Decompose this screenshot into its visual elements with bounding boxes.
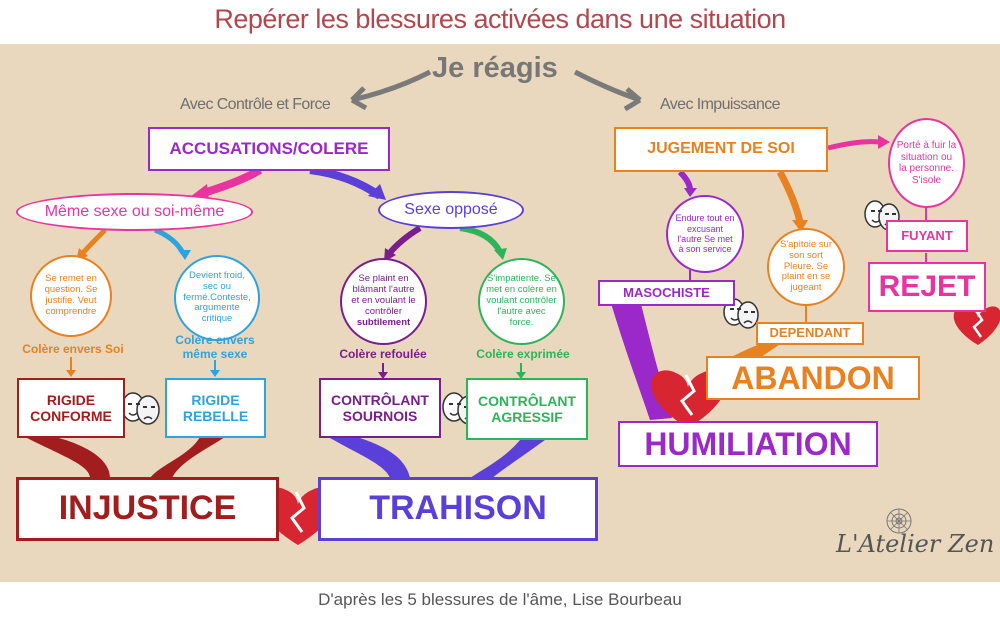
link-accusations-oppose-head bbox=[368, 184, 386, 200]
theatre-masks-icon-masochiste bbox=[723, 298, 759, 329]
swoosh-conforme-injustice bbox=[25, 437, 110, 478]
arrow-left-head bbox=[350, 86, 368, 111]
branch-right-label: Avec Impuissance bbox=[660, 96, 781, 113]
jugement-de-soi-box: JUGEMENT DE SOI bbox=[614, 127, 828, 172]
broken-heart-icon-rejet bbox=[953, 306, 1000, 345]
circle-se-plaint: Se plaint en blâmant l'autre et en voula… bbox=[340, 258, 427, 345]
broken-heart-icon-injustice bbox=[261, 487, 336, 545]
mask-controlant-sournois: CONTRÔLANT SOURNOIS bbox=[319, 378, 441, 438]
mask-dependant: DEPENDANT bbox=[756, 322, 864, 345]
link-jugement-endure-head bbox=[684, 188, 697, 197]
mask-masochiste: MASOCHISTE bbox=[598, 280, 735, 306]
meme-sexe-ellipse: Même sexe ou soi-même bbox=[16, 193, 253, 231]
arrow-left-icon bbox=[351, 69, 432, 103]
mask-fuyant: FUYANT bbox=[886, 220, 968, 252]
footer-credit: D'après les 5 blessures de l'âme, Lise B… bbox=[318, 590, 682, 609]
swoosh-sournois-trahison bbox=[330, 438, 410, 478]
link-meme-froid-head bbox=[178, 250, 191, 260]
circle-se-plaint-bold: subtilement bbox=[356, 316, 411, 328]
circle-s-impatiente: S'impatiente. Se met en colère en voulan… bbox=[478, 258, 565, 345]
link-jugement-porte bbox=[827, 139, 881, 151]
wound-humiliation: HUMILIATION bbox=[618, 421, 878, 467]
label-colere-meme-sexe: Colère envers même sexe bbox=[175, 333, 255, 361]
arrow-colere-exprimee-head bbox=[516, 372, 526, 379]
link-jugement-apitoie bbox=[776, 170, 804, 223]
heading-je-reagis: Je réagis bbox=[432, 52, 558, 84]
circle-endure-tout: Endure tout en excusant l'autre Se met à… bbox=[666, 195, 744, 273]
arrow-colere-soi-head bbox=[66, 370, 76, 377]
swoosh-agressif-trahison bbox=[470, 440, 545, 478]
link-accusations-oppose bbox=[309, 166, 383, 200]
link-jugement-apitoie-head bbox=[792, 220, 808, 232]
link-accusations-meme bbox=[198, 166, 263, 198]
circle-porte-a-fuir: Porté à fuir la situation ou la personne… bbox=[888, 118, 965, 208]
label-colere-envers-soi: Colère envers Soi bbox=[22, 342, 124, 356]
label-colere-refoulee: Colère refoulée bbox=[339, 347, 427, 361]
arrow-colere-meme-head bbox=[210, 370, 220, 377]
wound-injustice: INJUSTICE bbox=[16, 477, 279, 541]
branch-left-label: Avec Contrôle et Force bbox=[180, 96, 331, 113]
circle-s-apitoie: S'apitoie sur son sort Pleure. Se plaint… bbox=[767, 228, 845, 306]
accusations-colere-box: ACCUSATIONS/COLERE bbox=[148, 127, 390, 171]
page-title: Repérer les blessures activées dans une … bbox=[214, 4, 786, 34]
link-oppose-plaint bbox=[385, 225, 422, 257]
link-jugement-porte-head bbox=[878, 135, 890, 149]
brand-logo-text: L'Atelier Zen bbox=[836, 530, 995, 558]
arrow-right-icon bbox=[573, 69, 641, 103]
mask-rigide-conforme: RIGIDE CONFORME bbox=[17, 378, 125, 438]
swoosh-dependant-abandon bbox=[730, 344, 780, 358]
arrow-right-head bbox=[623, 87, 642, 112]
wound-trahison: TRAHISON bbox=[318, 477, 598, 541]
mask-rigide-rebelle: RIGIDE REBELLE bbox=[165, 378, 266, 438]
wound-rejet: REJET bbox=[868, 262, 986, 312]
link-oppose-impatiente-head bbox=[494, 248, 507, 260]
link-jugement-endure bbox=[677, 169, 693, 191]
sexe-oppose-ellipse: Sexe opposé bbox=[378, 191, 524, 229]
circle-devient-froid: Devient froid, sec ou fermé.Conteste, ar… bbox=[174, 255, 260, 341]
circle-se-plaint-text: Se plaint en blâmant l'autre et en voula… bbox=[351, 273, 416, 317]
label-colere-exprimee: Colère exprimée bbox=[476, 347, 570, 361]
mandala-logo-icon bbox=[886, 508, 912, 534]
arrow-colere-refoulee-head bbox=[378, 372, 388, 379]
link-meme-remet bbox=[78, 228, 107, 258]
wound-abandon: ABANDON bbox=[706, 356, 920, 400]
link-oppose-impatiente bbox=[459, 225, 503, 254]
circle-se-remet: Se remet en question. Se justifie. Veut … bbox=[30, 255, 112, 337]
swoosh-rebelle-injustice bbox=[150, 437, 225, 478]
link-meme-froid bbox=[154, 227, 186, 255]
mask-controlant-agressif: CONTRÔLANT AGRESSIF bbox=[466, 378, 588, 440]
theatre-masks-icon-rigide bbox=[121, 392, 160, 425]
theatre-masks-icon-fuyant bbox=[864, 200, 900, 231]
